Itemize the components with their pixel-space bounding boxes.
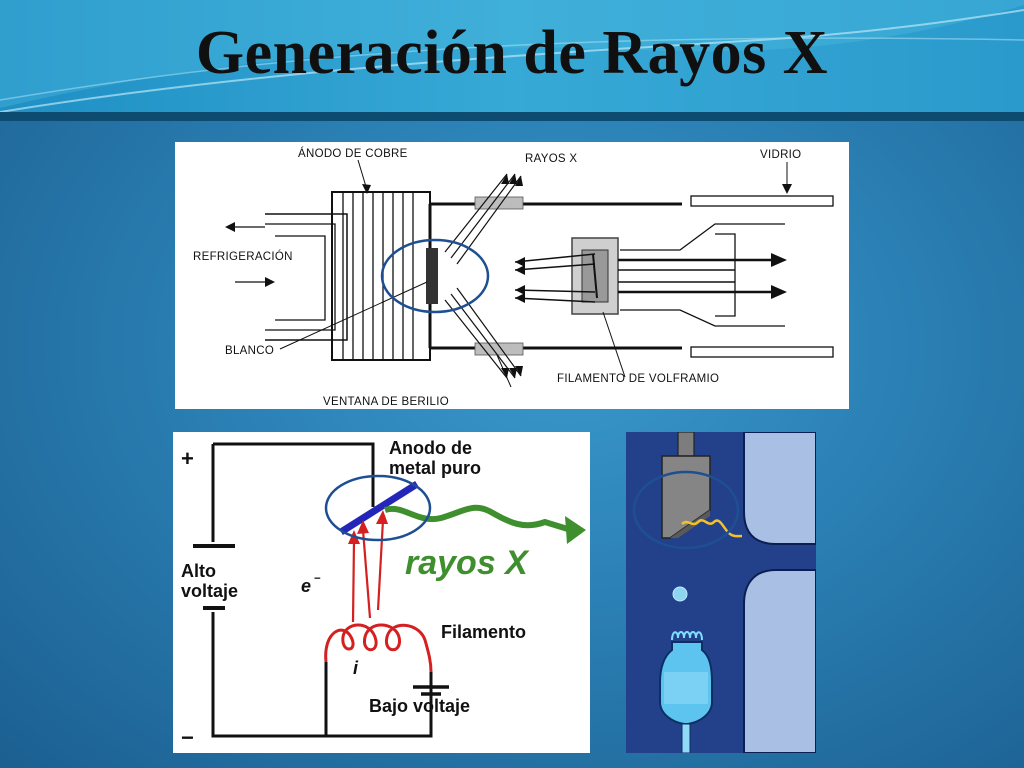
filament-coil-icon: [324, 623, 433, 673]
highlight-ellipse: [324, 474, 432, 542]
xray-squiggle-icon: [681, 519, 743, 538]
label-xrays: rayos X: [405, 544, 530, 582]
label-current: i: [353, 658, 359, 678]
label-high-voltage: Alto: [181, 561, 216, 581]
label-xrays: RAYOS X: [525, 153, 577, 165]
label-electrons-sup: −: [314, 573, 321, 585]
electron-beam-arrows: [351, 519, 385, 623]
label-window: VENTANA DE BERILIO: [323, 396, 449, 408]
circuit-schematic: + − Anodo de metal puro Alto voltaje e −…: [181, 438, 586, 750]
label-filament: FILAMENTO DE VOLFRAMIO: [557, 373, 719, 385]
target-icon: [426, 248, 438, 304]
highlight-ellipse: [380, 238, 490, 314]
electron-dot-icon: [672, 586, 688, 602]
label-anode: ÁNODO DE COBRE: [298, 147, 408, 160]
label-anode-line2: metal puro: [389, 458, 481, 478]
label-glass: VIDRIO: [760, 149, 801, 161]
tube-schematic: ÁNODO DE COBRE RAYOS X VIDRIO REFRIGERAC…: [193, 147, 834, 408]
xray-wave-icon: [384, 504, 572, 533]
label-cooling: REFRIGERACIÓN: [193, 250, 293, 263]
highlight-ellipse: [632, 470, 740, 550]
label-plus: +: [181, 446, 194, 471]
slide-title: Generación de Rayos X: [195, 19, 829, 87]
tube-closeup-illustration: [626, 431, 817, 754]
label-low-voltage: Bajo voltaje: [369, 696, 470, 716]
label-high-voltage-line2: voltaje: [181, 581, 238, 601]
circuit-diagram: + − Anodo de metal puro Alto voltaje e −…: [173, 432, 590, 753]
label-minus: −: [181, 725, 194, 750]
tube-closeup-diagram: [626, 431, 817, 754]
label-filament: Filamento: [441, 622, 526, 642]
label-target: BLANCO: [225, 345, 274, 357]
xray-tube-diagram: ÁNODO DE COBRE RAYOS X VIDRIO REFRIGERAC…: [175, 142, 849, 409]
label-anode: Anodo de: [389, 438, 472, 458]
label-electrons: e: [301, 576, 311, 596]
anode-plate: [339, 481, 419, 535]
filament-coil-icon: [671, 631, 703, 641]
header-band: [0, 0, 1024, 121]
